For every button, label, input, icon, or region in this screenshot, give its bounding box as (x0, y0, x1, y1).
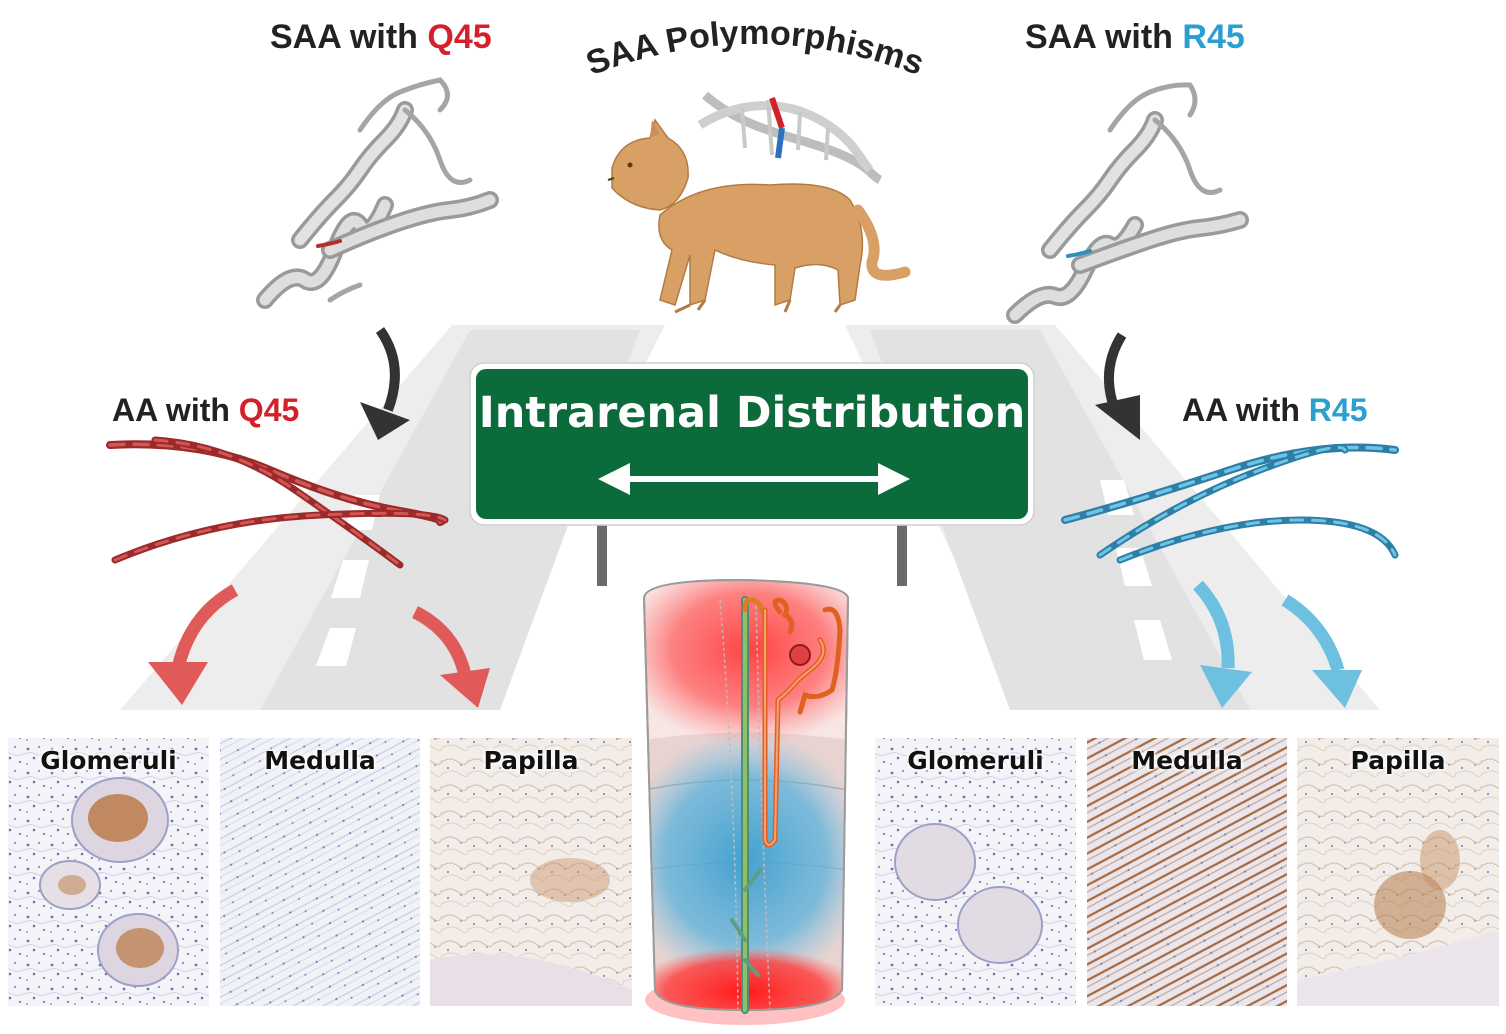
label-saa-q45-prefix: SAA with (270, 18, 428, 56)
label-saa-r45-prefix: SAA with (1025, 18, 1183, 56)
label-aa-r45: AA with R45 (1182, 392, 1368, 429)
label-saa-r45: SAA with R45 (1025, 18, 1245, 57)
label-aa-q45-prefix: AA with (112, 392, 239, 428)
micrograph-right-papilla (1297, 738, 1499, 1006)
panel-label-left-glomeruli: Glomeruli (40, 746, 177, 775)
micrograph-left-glomeruli (8, 738, 209, 1006)
arrow-saa-to-aa-right (1095, 332, 1140, 440)
micrograph-left-papilla (430, 738, 632, 1006)
panel-label-right-glomeruli: Glomeruli (907, 746, 1044, 775)
saa-r45-protein-structure (1006, 82, 1249, 324)
sign-post-left (597, 520, 607, 586)
kidney-nephron-schematic (642, 578, 850, 1025)
label-aa-q45-variant: Q45 (238, 392, 300, 428)
aa-r45-fibrils (1061, 443, 1399, 564)
arrow-q45-to-papilla (411, 606, 490, 708)
panel-label-right-papilla: Papilla (1350, 746, 1446, 775)
panel-label-left-medulla: Medulla (264, 746, 376, 775)
arrow-saa-to-aa-left (360, 327, 410, 440)
arrow-r45-to-papilla (1281, 594, 1362, 708)
sign-post-right (897, 520, 907, 586)
saa-q45-protein-structure (256, 77, 499, 309)
sign-title: Intrarenal Distribution (478, 388, 1026, 438)
arrow-r45-to-medulla (1193, 580, 1252, 708)
cat-illustration (607, 118, 911, 314)
intrarenal-distribution-sign (469, 362, 1035, 526)
saa-polymorphisms-title: SAA Polymorphisms (581, 14, 929, 83)
aa-q45-fibrils (106, 436, 449, 569)
panel-label-left-papilla: Papilla (483, 746, 579, 775)
label-saa-q45: SAA with Q45 (270, 18, 492, 57)
label-saa-r45-variant: R45 (1182, 18, 1245, 56)
micrograph-left-medulla (220, 738, 420, 1006)
label-aa-q45: AA with Q45 (112, 392, 299, 429)
dna-helix-icon (697, 91, 883, 185)
micrograph-right-medulla (1087, 738, 1287, 1006)
label-aa-r45-prefix: AA with (1182, 392, 1309, 428)
label-saa-q45-variant: Q45 (427, 18, 492, 56)
panel-label-right-medulla: Medulla (1131, 746, 1243, 775)
micrograph-right-glomeruli (875, 738, 1076, 1006)
label-aa-r45-variant: R45 (1308, 392, 1368, 428)
arrow-q45-to-glomeruli (148, 584, 239, 705)
